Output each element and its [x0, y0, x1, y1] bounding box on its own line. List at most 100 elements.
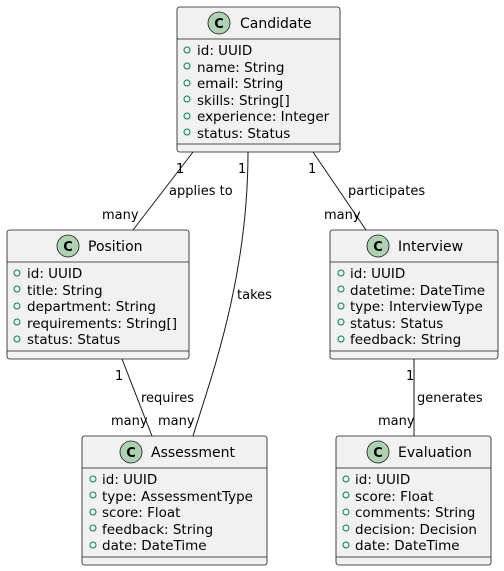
public-visibility-icon	[89, 475, 97, 483]
public-visibility-icon	[337, 302, 345, 310]
attribute: id: UUID	[102, 472, 157, 488]
applies-to-edge	[132, 151, 194, 231]
attribute: id: UUID	[350, 266, 405, 282]
attribute: score: Float	[355, 489, 433, 505]
relation-participates: participates 1 many	[308, 151, 425, 231]
generates-to-mult: many	[378, 414, 415, 429]
takes-edge	[192, 151, 249, 437]
relation-generates: generates 1 many	[378, 359, 483, 436]
attribute: experience: Integer	[197, 109, 330, 125]
public-visibility-icon	[337, 269, 345, 277]
public-visibility-icon	[183, 62, 191, 70]
attribute-list: id: UUID type: AssessmentType score: Flo…	[89, 472, 253, 554]
attribute: date: DateTime	[102, 538, 207, 554]
attribute: status: Status	[197, 126, 290, 142]
participates-label: participates	[348, 184, 425, 199]
class-stereotype-letter: C	[373, 446, 383, 461]
attribute: email: String	[197, 76, 283, 92]
public-visibility-icon	[89, 524, 97, 532]
public-visibility-icon	[183, 128, 191, 136]
participates-to-mult: many	[324, 208, 361, 223]
attribute: type: InterviewType	[350, 299, 483, 315]
public-visibility-icon	[342, 491, 350, 499]
class-assessment: C Assessment id: UUID type: AssessmentTy…	[81, 435, 268, 566]
class-name: Candidate	[240, 16, 312, 32]
applies-to-to-mult: many	[102, 208, 139, 223]
relation-applies-to: applies to 1 many	[102, 151, 233, 231]
takes-label: takes	[237, 288, 272, 303]
public-visibility-icon	[337, 285, 345, 293]
attribute-list: id: UUID name: String email: String skil…	[183, 43, 330, 142]
public-visibility-icon	[337, 335, 345, 343]
public-visibility-icon	[89, 491, 97, 499]
class-name: Position	[88, 239, 143, 255]
public-visibility-icon	[342, 508, 350, 516]
class-stereotype-letter: C	[126, 446, 136, 461]
class-candidate-box	[176, 6, 341, 153]
public-visibility-icon	[13, 335, 21, 343]
generates-from-mult: 1	[406, 369, 414, 384]
attribute: feedback: String	[350, 332, 461, 348]
attribute: status: Status	[27, 332, 120, 348]
class-name: Interview	[398, 239, 463, 255]
public-visibility-icon	[183, 46, 191, 54]
class-evaluation: C Evaluation id: UUID score: Float comme…	[335, 435, 492, 566]
public-visibility-icon	[342, 541, 350, 549]
attribute: date: DateTime	[355, 538, 460, 554]
class-icon	[207, 11, 231, 35]
takes-to-mult: many	[158, 414, 195, 429]
class-position: C Position id: UUID title: String depart…	[6, 229, 190, 360]
relation-takes: takes 1 many	[158, 151, 272, 437]
attribute: status: Status	[350, 316, 443, 332]
attribute: id: UUID	[197, 43, 252, 59]
public-visibility-icon	[183, 112, 191, 120]
attribute: feedback: String	[102, 522, 213, 538]
takes-from-mult: 1	[238, 162, 246, 177]
public-visibility-icon	[342, 475, 350, 483]
applies-to-from-mult: 1	[176, 162, 184, 177]
requires-from-mult: 1	[115, 369, 123, 384]
participates-from-mult: 1	[308, 162, 316, 177]
public-visibility-icon	[183, 95, 191, 103]
generates-label: generates	[417, 391, 483, 406]
requires-edge	[121, 358, 153, 437]
class-interview: C Interview id: UUID datetime: DateTime …	[329, 229, 499, 360]
requires-label: requires	[141, 391, 194, 406]
attribute: id: UUID	[27, 266, 82, 282]
attribute: comments: String	[355, 505, 475, 521]
class-icon	[366, 234, 390, 258]
attribute: title: String	[27, 283, 103, 299]
attribute: skills: String[]	[197, 93, 290, 109]
attribute: name: String	[197, 60, 284, 76]
class-stereotype-letter: C	[373, 240, 383, 255]
applies-to-label: applies to	[169, 184, 233, 199]
attribute: requirements: String[]	[27, 316, 177, 332]
public-visibility-icon	[183, 79, 191, 87]
public-visibility-icon	[13, 318, 21, 326]
public-visibility-icon	[13, 302, 21, 310]
public-visibility-icon	[89, 541, 97, 549]
attribute-list: id: UUID title: String department: Strin…	[13, 266, 177, 348]
public-visibility-icon	[89, 508, 97, 516]
attribute: decision: Decision	[355, 522, 477, 538]
attribute-list: id: UUID score: Float comments: String d…	[342, 472, 477, 554]
public-visibility-icon	[13, 285, 21, 293]
attribute: datetime: DateTime	[350, 283, 485, 299]
attribute: department: String	[27, 299, 156, 315]
public-visibility-icon	[342, 524, 350, 532]
class-stereotype-letter: C	[63, 240, 73, 255]
participates-edge	[312, 151, 367, 231]
class-stereotype-letter: C	[214, 17, 224, 32]
public-visibility-icon	[337, 318, 345, 326]
relation-requires: requires 1 many	[111, 358, 194, 437]
class-candidate: C Candidate id: UUID name: String email:…	[176, 6, 341, 153]
class-icon	[56, 234, 80, 258]
attribute: type: AssessmentType	[102, 489, 253, 505]
attribute: id: UUID	[355, 472, 410, 488]
attribute: score: Float	[102, 505, 180, 521]
attribute-list: id: UUID datetime: DateTime type: Interv…	[337, 266, 485, 348]
class-name: Evaluation	[398, 445, 472, 461]
requires-to-mult: many	[111, 414, 148, 429]
class-name: Assessment	[151, 445, 235, 461]
